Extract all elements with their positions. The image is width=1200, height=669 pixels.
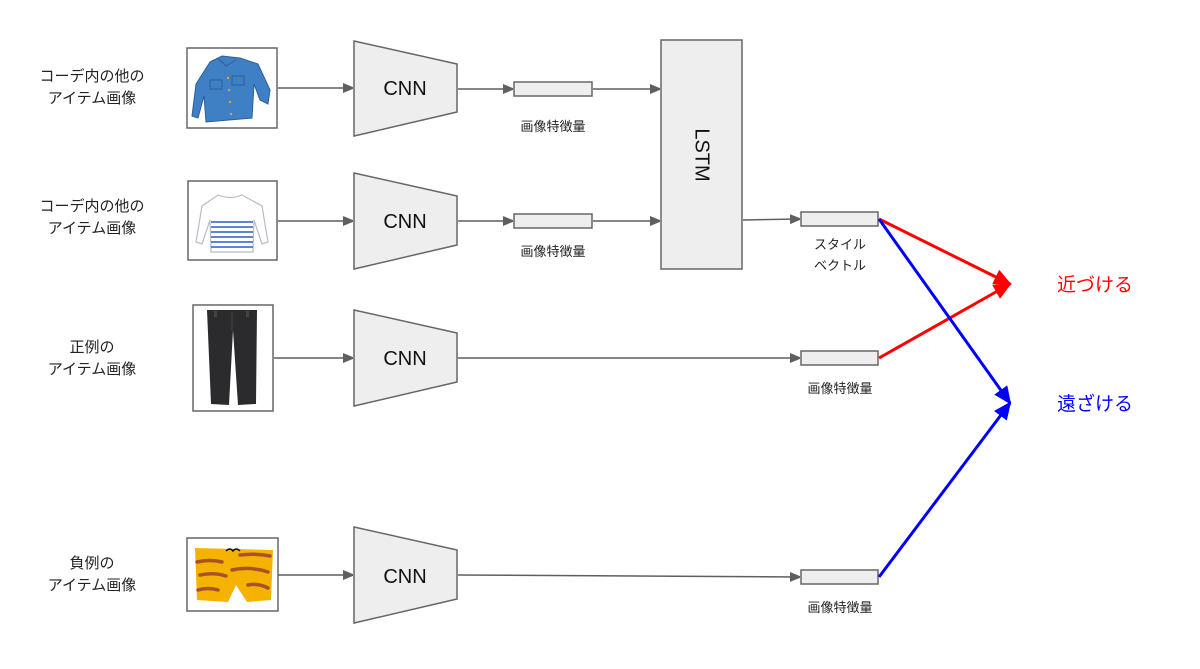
style-vector-label-line1: スタイル — [814, 238, 866, 253]
black-pants-icon — [207, 310, 257, 405]
input-label-line2: アイテム画像 — [48, 219, 137, 237]
feature-vector — [513, 213, 593, 229]
input-row-1: コーデ内の他の アイテム画像 — [39, 47, 278, 129]
style-vector — [800, 211, 879, 227]
input-label-line1: 負例の — [69, 554, 114, 572]
lstm-block: LSTM — [660, 39, 743, 270]
input-label-line1: コーデ内の他の — [39, 67, 144, 85]
input-row-positive: 正例の アイテム画像 — [48, 304, 274, 412]
input-label-line2: アイテム画像 — [48, 89, 137, 107]
edge-lstm-to-style-vector — [742, 219, 799, 220]
feature-vector-positive — [800, 350, 879, 366]
style-vector-label-line2: ベクトル — [814, 259, 866, 274]
feature-label: 画像特徴量 — [520, 245, 585, 260]
edge-style-to-pull — [878, 217, 1012, 286]
push-away-label: 遠ざける — [1057, 392, 1133, 415]
input-label-line1: コーデ内の他の — [39, 197, 144, 215]
feature-label: 画像特徴量 — [807, 601, 872, 616]
lstm-label: LSTM — [691, 128, 713, 181]
input-label-line2: アイテム画像 — [48, 360, 137, 378]
cnn-label: CNN — [383, 211, 426, 233]
feature-vector-negative — [800, 569, 879, 585]
feature-label: 画像特徴量 — [520, 120, 585, 135]
denim-jacket-icon — [191, 55, 271, 123]
edge-negative-to-push — [877, 401, 1012, 578]
cnn-block: CNN — [353, 40, 458, 137]
input-row-2: コーデ内の他の アイテム画像 — [39, 180, 278, 261]
edge-positive-to-pull — [878, 282, 1012, 360]
edge-style-to-push — [877, 218, 1012, 405]
input-row-negative: 負例の アイテム画像 — [48, 537, 279, 612]
edge-cnn-to-feature — [457, 575, 799, 577]
feature-label: 画像特徴量 — [807, 382, 872, 397]
feature-vector — [513, 81, 593, 97]
cnn-label: CNN — [383, 78, 426, 100]
tiger-shorts-icon — [195, 548, 273, 602]
cnn-block: CNN — [353, 309, 458, 407]
input-label-line1: 正例の — [69, 338, 114, 356]
cnn-block: CNN — [353, 172, 458, 270]
pull-closer-label: 近づける — [1057, 274, 1133, 296]
cnn-block: CNN — [353, 526, 458, 624]
cnn-label: CNN — [383, 566, 426, 588]
input-label-line2: アイテム画像 — [48, 576, 137, 594]
striped-sweater-icon — [195, 194, 269, 253]
cnn-label: CNN — [383, 348, 426, 370]
